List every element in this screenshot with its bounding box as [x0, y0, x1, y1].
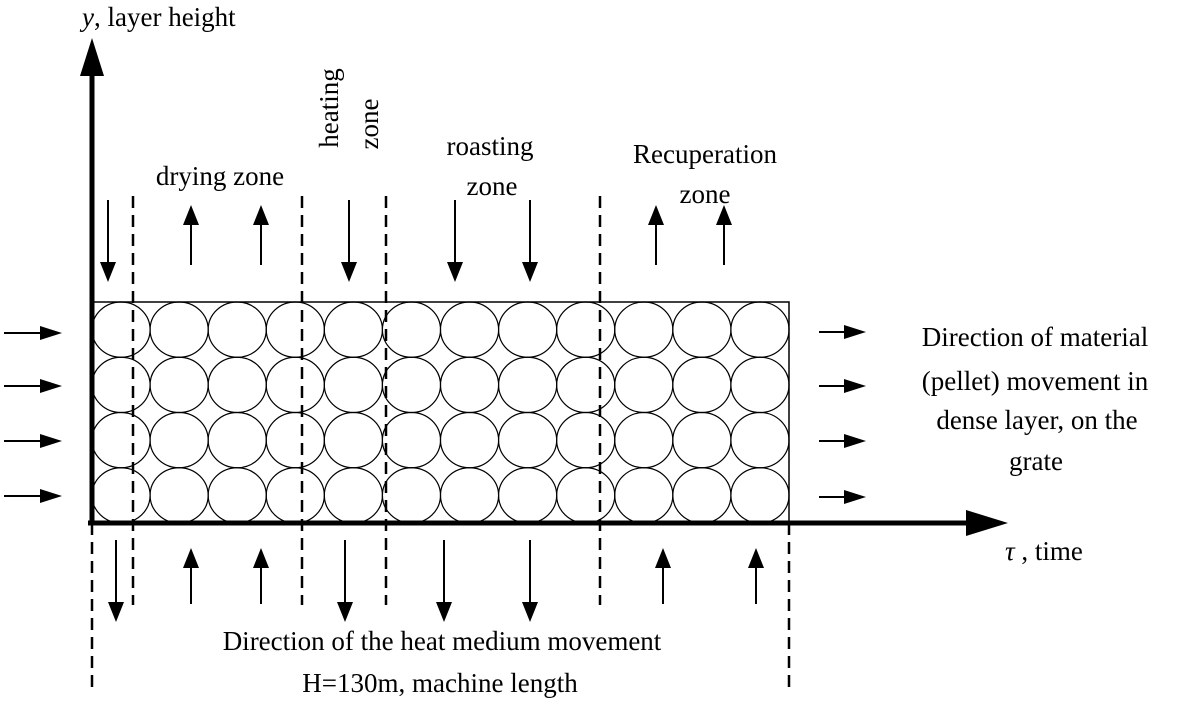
arrow-right-icon-head: [844, 434, 866, 448]
arrow-up-icon-head: [655, 548, 671, 568]
arrow-up-icon-head: [183, 205, 199, 225]
heating-zone-label-line1: heating: [314, 68, 344, 147]
arrow-right-icon-head: [40, 434, 62, 448]
material-direction-line2: (pellet) movement in: [922, 366, 1149, 396]
arrow-up-icon-head: [716, 205, 732, 225]
arrow-down-icon-head: [522, 262, 538, 282]
roasting-zone-label-line1: roasting: [447, 131, 534, 161]
arrow-right-icon-head: [844, 490, 866, 504]
heat-medium-direction-caption: Direction of the heat medium movement: [223, 626, 662, 656]
recuperation-zone-label-line2: zone: [680, 179, 731, 209]
recuperation-zone-label-line1: Recuperation: [633, 139, 777, 169]
material-direction-line1: Direction of material: [922, 322, 1148, 352]
arrow-right-icon-head: [40, 489, 62, 503]
arrow-right-icon-head: [844, 325, 866, 339]
arrow-up-icon-head: [748, 548, 764, 568]
material-direction-arrows: [4, 325, 866, 504]
drying-zone-label: drying zone: [156, 161, 284, 191]
material-direction-line3: dense layer, on the: [936, 405, 1137, 435]
arrow-down-icon-head: [337, 602, 353, 622]
arrow-down-icon-head: [341, 262, 357, 282]
machine-length-caption: H=130m, machine length: [302, 668, 578, 698]
heat-flow-arrows: [100, 200, 764, 622]
roasting-zone-label-line2: zone: [467, 171, 518, 201]
material-direction-line4: grate: [1009, 446, 1063, 476]
y-axis-label: y, layer height: [79, 2, 236, 32]
x-axis: [88, 510, 1008, 536]
arrow-down-icon-head: [522, 602, 538, 622]
arrow-right-icon-head: [40, 326, 62, 340]
y-axis: [80, 38, 104, 525]
arrow-up-icon-head: [253, 205, 269, 225]
bed-outline: [91, 301, 790, 524]
heating-zone-label: heating zone: [314, 68, 384, 149]
pellet-bed: [91, 301, 790, 524]
arrow-up-icon-head: [253, 548, 269, 568]
zone-dividers: [90, 196, 791, 690]
arrow-right-icon-head: [40, 379, 62, 393]
arrow-down-icon-head: [436, 602, 452, 622]
arrow-down-icon-head: [100, 262, 116, 282]
x-axis-label: τ , time: [1005, 536, 1083, 566]
arrow-down-icon-head: [108, 602, 124, 622]
material-direction-label: Direction of material (pellet) movement …: [922, 322, 1149, 476]
arrow-up-icon-head: [648, 205, 664, 225]
arrow-down-icon-head: [447, 262, 463, 282]
arrow-up-icon-head: [183, 548, 199, 568]
heating-zone-label-line2: zone: [354, 99, 384, 150]
arrow-right-icon-head: [844, 379, 866, 393]
